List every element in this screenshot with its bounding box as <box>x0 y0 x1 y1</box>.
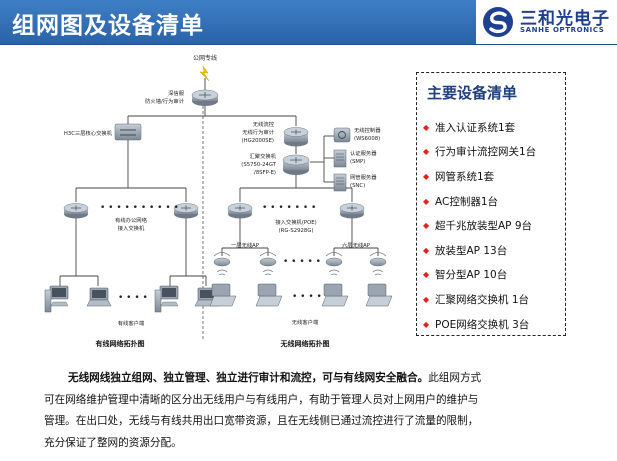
poe-label-1: 接入交换机(POE) <box>275 218 316 226</box>
equipment-item: ◆POE网络交换机 3台 <box>423 318 530 331</box>
description-line-3: 管理。在出口处，无线与有线共用出口宽带资源，且在无线侧已通过流控进行了流量的限制… <box>44 415 479 427</box>
lightning-icon <box>199 65 210 82</box>
wireless-laptop-icon-3 <box>321 283 349 307</box>
description-rest: 此组网方式 <box>428 372 482 384</box>
nms-label-2: (SNC) <box>350 183 365 189</box>
logo-text-cn: 三和光电子 <box>520 9 610 29</box>
wireless-clients-ellipsis: • • • • <box>292 292 322 302</box>
core-switch-label: H3C三层核心交换机 <box>64 129 113 137</box>
bullet-icon: ◆ <box>423 196 430 206</box>
bullet-icon: ◆ <box>423 319 430 329</box>
slide-title: 组网图及设备清单 <box>12 13 204 39</box>
auth-server-icon <box>333 149 347 168</box>
logo-mark-icon <box>483 7 513 37</box>
poe-switch-2 <box>339 203 365 219</box>
description-line-1: 无线网线独立组网、独立管理、独立进行审计和流控，可与有线网安全融合。此组网方式 <box>44 368 584 390</box>
equipment-item: ◆网管系统1套 <box>423 170 495 183</box>
agg-label-2: (S5750-24GT <box>241 162 276 168</box>
ac-label-1: 无线控制器 <box>354 126 381 134</box>
aggregation-switch-device <box>282 154 310 175</box>
agg-label-1: 汇聚交换机 <box>250 152 277 160</box>
audit-label-1: 无线流控 <box>253 120 275 128</box>
equipment-item: ◆AC控制器1台 <box>423 195 499 208</box>
network-diagram: 公网专线 深信服 防火墙/行为审计 H3C三层核心交换机 • • • • • •… <box>44 54 393 348</box>
core-switch-device <box>114 123 142 141</box>
desktop-pc-icon-2 <box>154 285 179 313</box>
firewall-label-1: 深信服 <box>168 89 185 97</box>
wired-access-switch-2 <box>173 203 199 219</box>
equipment-item: ◆放装型AP 13台 <box>423 244 508 257</box>
audit-gateway-device <box>283 127 309 147</box>
equipment-list: ◆准入认证系统1套 ◆行为审计流控网关1台 ◆网管系统1套 ◆AC控制器1台 ◆… <box>423 115 536 336</box>
ac-label-2: (WS6008) <box>354 136 380 142</box>
ap-floor6-label: 六层无线AP <box>342 241 371 249</box>
wired-switch-ellipsis: • • • • • • • • • • <box>100 203 179 213</box>
company-logo: 三和光电子 SANHE OPTRONICS <box>476 0 617 44</box>
wired-caption: 有线网络拓扑图 <box>96 339 145 348</box>
ap-ellipsis: • • • • • <box>283 257 321 267</box>
description-bold: 无线网线独立组网、独立管理、独立进行审计和流控，可与有线网安全融合。 <box>68 372 429 384</box>
description-paragraph: 无线网线独立组网、独立管理、独立进行审计和流控，可与有线网安全融合。此组网方式 … <box>44 368 584 454</box>
wired-access-label-2: 接入交换机 <box>118 224 145 232</box>
wireless-caption: 无线网络拓扑图 <box>280 339 330 348</box>
equipment-item: ◆准入认证系统1套 <box>423 121 516 134</box>
agg-label-3: /8SFP-E) <box>254 170 276 176</box>
audit-label-3: (HG2000SE) <box>242 138 274 144</box>
bullet-icon: ◆ <box>423 171 430 181</box>
bullet-icon: ◆ <box>423 245 430 255</box>
wired-clients-ellipsis: • • • • <box>118 293 148 303</box>
equipment-item: ◆智分型AP 10台 <box>423 269 508 282</box>
public-line-label: 公网专线 <box>193 54 217 62</box>
desktop-pc-icon <box>44 285 69 313</box>
ap-floor1-label: 一层无线AP <box>231 241 260 249</box>
bullet-icon: ◆ <box>423 122 430 132</box>
wifi-signal-icons <box>216 269 384 276</box>
equipment-list-title: 主要设备清单 <box>427 84 518 102</box>
wireless-ap-icon <box>213 252 231 267</box>
wireless-laptop-icon-4 <box>365 283 393 307</box>
poe-switch-ellipsis: • • • • • • • <box>262 203 316 213</box>
poe-switch-1 <box>227 203 253 219</box>
description-line-4: 充分保证了整网的资源分配。 <box>44 436 182 449</box>
laptop-icon <box>86 287 112 307</box>
wired-access-switch-1 <box>63 203 89 219</box>
description-line-2: 可在网络维护管理中清晰的区分出无线用户与有线用户，有助于管理人员对上网用户的维护… <box>44 393 479 406</box>
equipment-list-panel: 主要设备清单 ◆准入认证系统1套 ◆行为审计流控网关1台 ◆网管系统1套 ◆AC… <box>416 72 566 336</box>
wireless-ap-icon-4 <box>369 252 387 267</box>
equipment-item: ◆汇聚网络交换机 1台 <box>423 293 530 306</box>
bullet-icon: ◆ <box>423 294 430 304</box>
logo-text-en: SANHE OPTRONICS <box>520 26 605 34</box>
poe-label-2: (RG-S2928G) <box>279 228 314 234</box>
wireless-ap-icon-2 <box>259 252 277 267</box>
auth-label-2: (SMP) <box>350 159 365 165</box>
equipment-item: ◆超千兆放装型AP 9台 <box>423 220 533 233</box>
bullet-icon: ◆ <box>423 221 430 231</box>
header-bar: 组网图及设备清单 三和光电子 SANHE OPTRONICS <box>0 0 617 45</box>
auth-label-1: 认证服务器 <box>350 149 377 157</box>
firewall-label-2: 防火墙/行为审计 <box>145 97 185 105</box>
firewall-device <box>191 89 219 106</box>
bullet-icon: ◆ <box>423 270 430 280</box>
equipment-item: ◆行为审计流控网关1台 <box>423 146 537 159</box>
link-lines <box>59 78 379 286</box>
wired-access-label-1: 有线办公网络 <box>115 216 147 224</box>
ac-controller-device <box>333 127 351 143</box>
wireless-ap-icon-3 <box>325 252 343 267</box>
wireless-clients-label: 无线客户端 <box>292 318 319 326</box>
nms-server-icon <box>333 173 347 192</box>
wireless-laptop-icon <box>209 283 237 307</box>
audit-label-2: 无线行为审计 <box>242 128 274 136</box>
bullet-icon: ◆ <box>423 147 430 157</box>
wireless-laptop-icon-2 <box>255 283 283 307</box>
wired-clients-label: 有线客户端 <box>118 319 145 327</box>
nms-label-1: 网管服务器 <box>350 173 377 181</box>
